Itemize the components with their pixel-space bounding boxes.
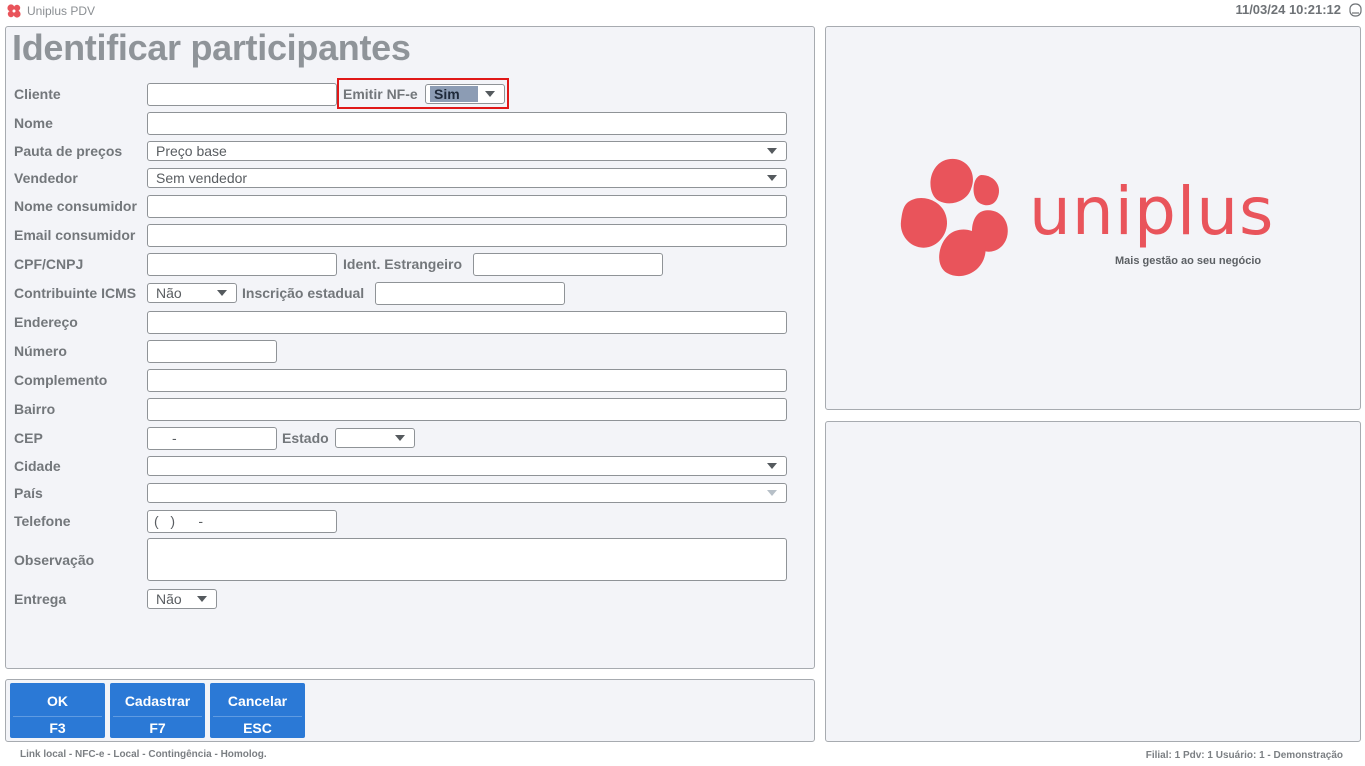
brand-panel: uniplus Mais gestão ao seu negócio (825, 26, 1361, 410)
page-title: Identificar participantes (12, 27, 411, 68)
cliente-input[interactable] (147, 83, 337, 106)
cancelar-button-shortcut: ESC (243, 720, 272, 736)
title-bar: Uniplus PDV 11/03/24 10:21:12 (0, 0, 1365, 22)
chevron-down-icon (767, 490, 777, 496)
participants-form-panel: Identificar participantes Cliente Emitir… (5, 26, 815, 669)
status-footer-left: Link local - NFC-e - Local - Contingênci… (20, 749, 267, 760)
contribuinte-icms-select[interactable]: Não (147, 283, 237, 303)
clock: 11/03/24 10:21:12 (1235, 2, 1341, 17)
email-consumidor-label: Email consumidor (14, 227, 136, 243)
endereco-label: Endereço (14, 314, 78, 330)
chevron-down-icon (485, 91, 495, 97)
brand-tagline: Mais gestão ao seu negócio (1115, 255, 1262, 267)
cpf-cnpj-input[interactable] (147, 253, 337, 276)
numero-label: Número (14, 343, 67, 359)
complemento-label: Complemento (14, 372, 108, 388)
cadastrar-button-shortcut: F7 (149, 720, 166, 736)
pais-select[interactable] (147, 483, 787, 503)
uniplus-brand-mark-icon (900, 158, 1008, 277)
observacao-textarea[interactable] (147, 538, 787, 581)
cpf-cnpj-label: CPF/CNPJ (14, 256, 84, 272)
minimize-icon[interactable] (1349, 3, 1362, 17)
cancelar-button[interactable]: Cancelar ESC (210, 683, 305, 738)
app-title: Uniplus PDV (27, 4, 96, 18)
nome-consumidor-input[interactable] (147, 195, 787, 218)
pauta-value: Preço base (156, 143, 227, 159)
nome-consumidor-label: Nome consumidor (14, 198, 137, 214)
estado-label: Estado (282, 430, 329, 446)
cadastrar-button-divider (113, 716, 202, 717)
cidade-select[interactable] (147, 456, 787, 476)
bairro-input[interactable] (147, 398, 787, 421)
uniplus-logo-icon (7, 4, 21, 18)
pais-label: País (14, 485, 43, 501)
entrega-label: Entrega (14, 591, 67, 607)
pauta-label: Pauta de preços (14, 143, 123, 159)
cep-label: CEP (14, 430, 43, 446)
contribuinte-icms-label: Contribuinte ICMS (14, 285, 137, 301)
endereco-input[interactable] (147, 311, 787, 334)
cadastrar-button-label: Cadastrar (124, 693, 191, 709)
entrega-value: Não (156, 591, 182, 607)
nome-label: Nome (14, 115, 53, 131)
vendedor-value: Sem vendedor (156, 170, 248, 186)
observacao-label: Observação (14, 552, 95, 568)
ok-button-shortcut: F3 (49, 720, 66, 736)
chevron-down-icon (767, 148, 777, 154)
estado-select[interactable] (335, 428, 415, 448)
vendedor-select[interactable]: Sem vendedor (147, 168, 787, 188)
emitir-nfe-value: Sim (430, 86, 478, 102)
chevron-down-icon (217, 290, 227, 296)
chevron-down-icon (197, 596, 207, 602)
ident-estrangeiro-label: Ident. Estrangeiro (343, 256, 463, 272)
cliente-label: Cliente (14, 86, 61, 102)
telefone-input[interactable]: ( ) - (147, 510, 337, 533)
cep-input[interactable]: - (147, 427, 277, 450)
info-panel (825, 421, 1361, 742)
emitir-nfe-highlight (337, 78, 509, 109)
ok-button-label: OK (47, 693, 68, 709)
email-consumidor-input[interactable] (147, 224, 787, 247)
chevron-down-icon (767, 175, 777, 181)
cancelar-button-divider (213, 716, 302, 717)
emitir-nfe-select[interactable]: Sim (425, 84, 505, 104)
ident-estrangeiro-input[interactable] (473, 253, 663, 276)
cadastrar-button[interactable]: Cadastrar F7 (110, 683, 205, 738)
entrega-select[interactable]: Não (147, 589, 217, 609)
status-footer-right: Filial: 1 Pdv: 1 Usuário: 1 - Demonstraç… (1145, 750, 1343, 761)
ok-button[interactable]: OK F3 (10, 683, 105, 738)
bairro-label: Bairro (14, 401, 56, 417)
chevron-down-icon (395, 435, 405, 441)
complemento-input[interactable] (147, 369, 787, 392)
cidade-label: Cidade (14, 458, 61, 474)
chevron-down-icon (767, 463, 777, 469)
inscricao-estadual-input[interactable] (375, 282, 565, 305)
ok-button-divider (13, 716, 102, 717)
numero-input[interactable] (147, 340, 277, 363)
telefone-label: Telefone (14, 513, 71, 529)
cancelar-button-label: Cancelar (227, 693, 288, 709)
nome-input[interactable] (147, 112, 787, 135)
brand-name: uniplus (1029, 173, 1275, 250)
contribuinte-icms-value: Não (156, 285, 182, 301)
emitir-nfe-label: Emitir NF-e (343, 86, 418, 102)
inscricao-estadual-label: Inscrição estadual (242, 285, 365, 301)
pauta-select[interactable]: Preço base (147, 141, 787, 161)
vendedor-label: Vendedor (14, 170, 78, 186)
